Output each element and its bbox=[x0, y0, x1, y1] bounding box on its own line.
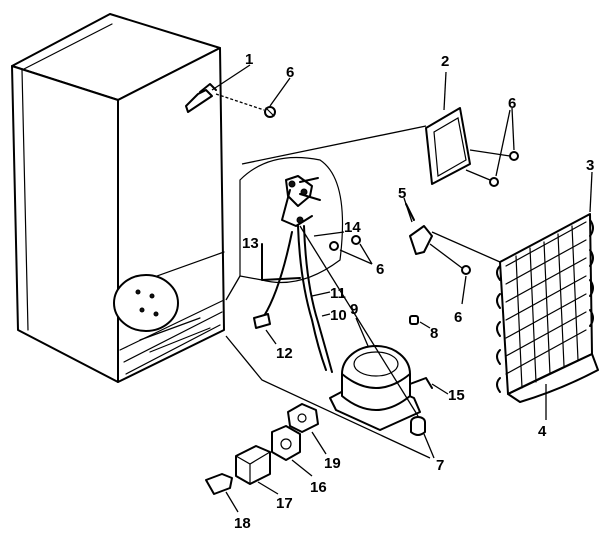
part-7-grommet bbox=[410, 416, 435, 459]
screws-14-6 bbox=[313, 231, 373, 265]
screw-6a bbox=[215, 77, 291, 118]
cabinet-vent-disc bbox=[113, 274, 179, 332]
label-part-12: 12 bbox=[276, 345, 293, 362]
part-18-clip bbox=[205, 473, 239, 513]
part-5-bracket bbox=[403, 197, 501, 263]
label-part-1: 1 bbox=[245, 51, 253, 68]
label-part-9: 9 bbox=[350, 301, 358, 318]
label-part-14: 14 bbox=[344, 219, 361, 236]
label-part-6-top: 6 bbox=[286, 64, 294, 81]
control-panel-region bbox=[239, 157, 344, 284]
part-1-drain-fitting bbox=[185, 64, 251, 113]
label-part-16: 16 bbox=[310, 479, 327, 496]
wire-12 bbox=[253, 231, 293, 345]
label-part-11: 11 bbox=[330, 285, 346, 302]
label-part-17: 17 bbox=[276, 495, 293, 512]
label-part-3: 3 bbox=[586, 157, 594, 174]
label-part-18: 18 bbox=[234, 515, 251, 532]
label-part-8: 8 bbox=[430, 325, 438, 342]
label-part-10: 10 bbox=[330, 307, 347, 324]
label-part-6-right: 6 bbox=[508, 95, 516, 112]
label-part-6-lower: 6 bbox=[454, 309, 462, 326]
part-labels: 1 6 2 6 3 5 13 14 6 11 10 9 6 8 12 15 4 … bbox=[234, 51, 594, 532]
label-part-4: 4 bbox=[538, 423, 547, 440]
label-part-2: 2 bbox=[441, 53, 449, 70]
tubes-10-11 bbox=[297, 225, 333, 373]
label-part-5: 5 bbox=[398, 185, 406, 202]
part-9-compressor bbox=[329, 317, 449, 431]
label-part-13: 13 bbox=[242, 235, 259, 252]
assembly-guide-lines bbox=[225, 225, 431, 459]
label-part-15: 15 bbox=[448, 387, 465, 404]
label-part-7: 7 bbox=[436, 457, 444, 474]
screw-6c bbox=[429, 243, 471, 305]
label-part-6-mid: 6 bbox=[376, 261, 384, 278]
part-17-cover bbox=[235, 445, 279, 495]
freezer-cabinet bbox=[11, 13, 225, 383]
part-8-fastener bbox=[409, 315, 431, 329]
screws-6b bbox=[465, 107, 519, 187]
part-16-overload bbox=[271, 425, 313, 477]
part-19-relay bbox=[287, 403, 327, 455]
part-3-condenser-coil bbox=[496, 171, 599, 420]
label-part-19: 19 bbox=[324, 455, 341, 472]
part-2-cover-plate bbox=[241, 71, 471, 185]
